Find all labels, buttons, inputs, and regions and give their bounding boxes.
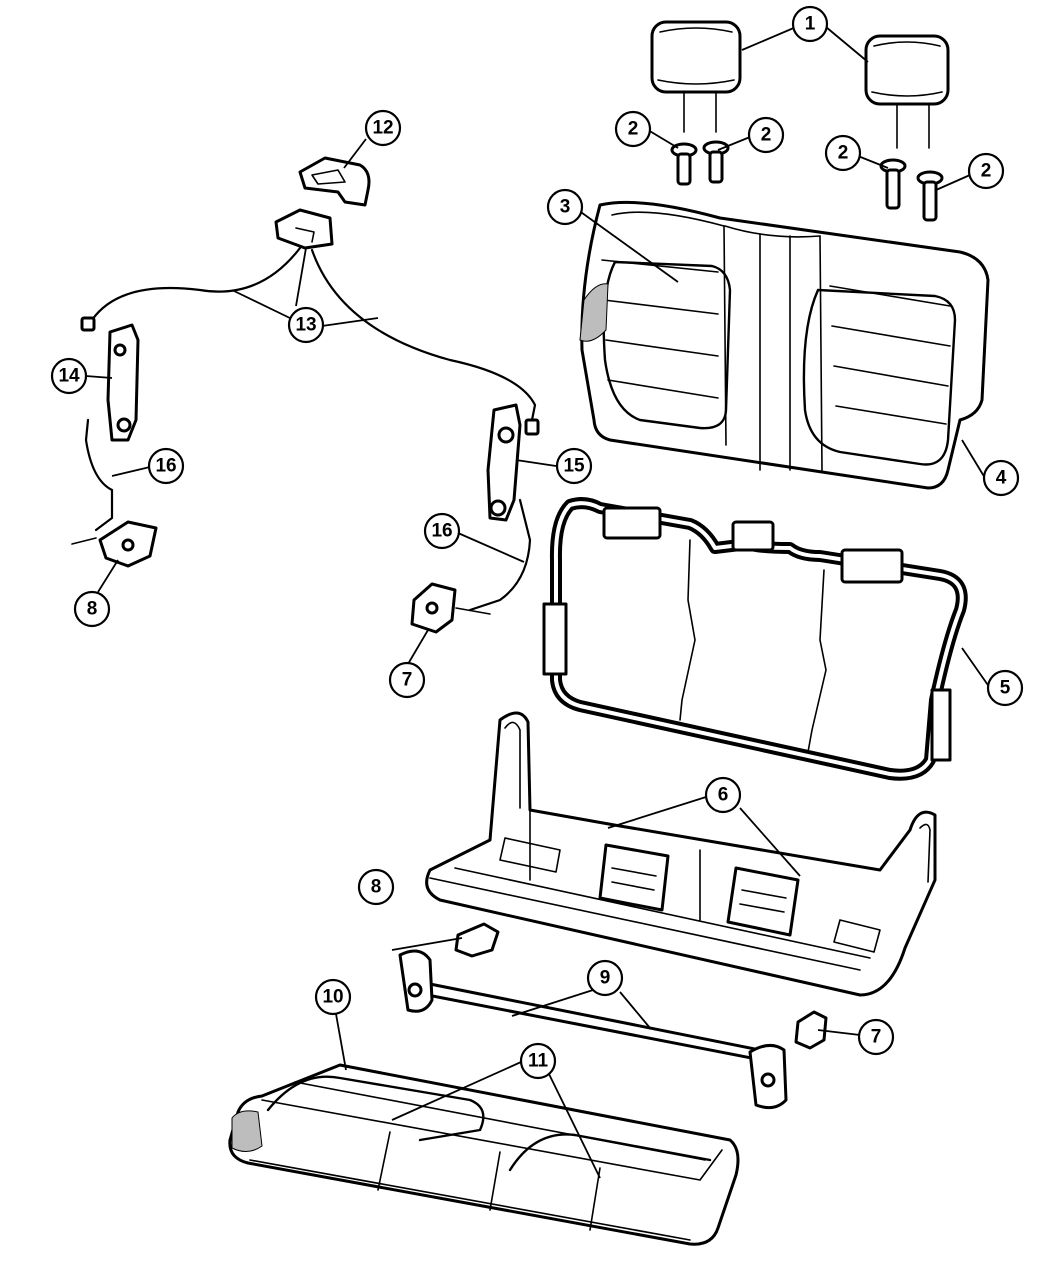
headrest-right	[864, 34, 950, 149]
leader-lines	[85, 26, 991, 1179]
headrest-guide-4	[916, 170, 944, 222]
callout-9: 9	[586, 959, 624, 997]
headrest-guide-2	[702, 140, 730, 184]
callout-7: 7	[388, 661, 426, 699]
latch-right-upper	[410, 582, 491, 634]
svg-text:4: 4	[996, 468, 1007, 489]
seat-cushion-frame	[425, 711, 937, 997]
latch-left-lower	[454, 922, 500, 958]
callout-3: 3	[546, 188, 584, 226]
callout-16: 16	[147, 447, 185, 485]
svg-text:15: 15	[563, 456, 585, 477]
svg-text:6: 6	[718, 785, 729, 806]
callout-11: 11	[519, 1042, 557, 1080]
callout-5: 5	[986, 669, 1024, 707]
callout-8: 8	[73, 590, 111, 628]
release-cables	[84, 246, 537, 612]
callout-1: 1	[791, 5, 829, 43]
latch-right-lower	[794, 1010, 828, 1050]
callout-7: 7	[857, 1018, 895, 1056]
svg-text:8: 8	[87, 599, 98, 620]
svg-text:13: 13	[295, 315, 316, 336]
headrest-guide-1	[670, 142, 698, 186]
callout-2: 2	[967, 152, 1005, 190]
latch-bracket-left	[80, 316, 140, 442]
svg-text:9: 9	[600, 968, 611, 989]
svg-text:11: 11	[528, 1051, 549, 1072]
callout-13: 13	[287, 306, 325, 344]
callout-2: 2	[614, 110, 652, 148]
latch-bracket-right	[486, 403, 540, 522]
svg-text:3: 3	[560, 197, 571, 218]
callout-16: 16	[423, 512, 461, 550]
cushion-cross-bar	[398, 949, 788, 1110]
svg-text:5: 5	[1000, 678, 1011, 699]
callout-2: 2	[747, 116, 785, 154]
callout-6: 6	[704, 776, 742, 814]
callout-14: 14	[50, 357, 88, 395]
callout-2: 2	[824, 134, 862, 172]
svg-text:2: 2	[761, 125, 772, 146]
svg-text:14: 14	[58, 366, 80, 387]
release-bezel	[274, 208, 334, 250]
svg-text:2: 2	[838, 143, 849, 164]
callout-12: 12	[364, 109, 402, 147]
seat-back-assembly	[579, 200, 990, 490]
latch-left-upper	[71, 520, 158, 568]
svg-text:2: 2	[628, 119, 639, 140]
callout-10: 10	[314, 978, 352, 1016]
svg-text:2: 2	[981, 161, 992, 182]
svg-text:8: 8	[371, 877, 382, 898]
headrest-left	[650, 20, 742, 133]
seat-cushion	[228, 1063, 740, 1246]
svg-text:16: 16	[431, 521, 452, 542]
callout-15: 15	[555, 447, 593, 485]
release-handle	[298, 156, 371, 207]
callout-4: 4	[982, 459, 1020, 497]
svg-text:7: 7	[402, 670, 413, 691]
seat-back-frame	[542, 497, 968, 781]
headrest-guide-3	[879, 158, 907, 210]
callout-8: 8	[357, 868, 395, 906]
svg-text:1: 1	[805, 14, 816, 35]
svg-text:10: 10	[322, 987, 343, 1008]
svg-text:16: 16	[155, 456, 176, 477]
svg-text:7: 7	[871, 1027, 882, 1048]
svg-text:12: 12	[372, 118, 393, 139]
